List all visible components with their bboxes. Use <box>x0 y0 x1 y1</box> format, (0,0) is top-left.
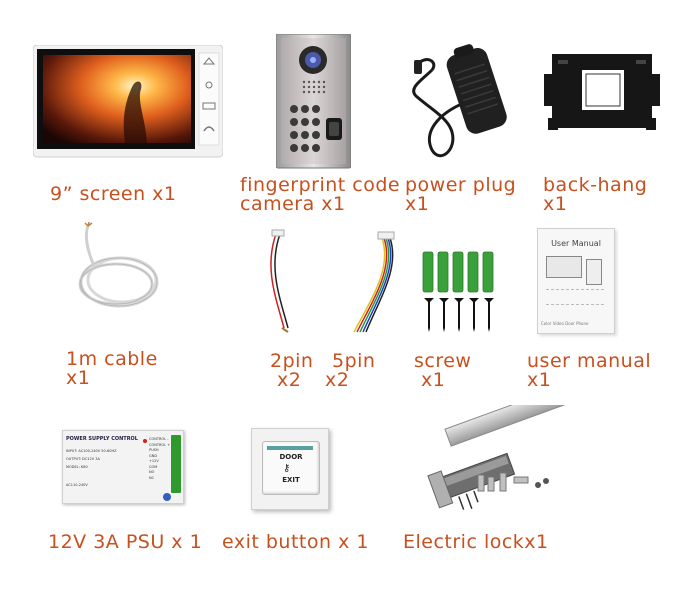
manual-cover-title: User Manual <box>551 239 601 248</box>
psu-terminal-1: CONTROL + <box>149 442 171 447</box>
exit-button-image: DOOR ⚷ EXIT <box>251 428 329 510</box>
psu-spec1: INPUT: AC100-240V 50-60HZ <box>66 449 117 453</box>
psu-terminal-4: +12V <box>149 459 159 463</box>
manual-cover-monitor <box>546 256 582 278</box>
monitor-screen-image <box>33 45 223 158</box>
psu-terminal-3: GND <box>149 453 158 458</box>
psu-terminal-7: NC <box>149 475 155 480</box>
exit-button-text2: EXIT <box>282 476 300 484</box>
exit-button-face: DOOR ⚷ EXIT <box>262 441 320 495</box>
camera-label-line2: camera x1 <box>240 193 346 215</box>
psu-led <box>143 439 147 443</box>
manual-label-line1: user manual <box>527 350 652 372</box>
psu-terminal-2: PUSH <box>149 448 159 452</box>
cable-coil-image <box>78 222 159 308</box>
power-plug-image <box>412 44 507 158</box>
psu-logo <box>163 493 171 501</box>
manual-label-line2: x1 <box>527 369 552 391</box>
psu-image: POWER SUPPLY CONTROL INPUT: AC100-240V 5… <box>62 430 184 504</box>
exit-button-label: exit button x 1 <box>222 531 369 553</box>
screws-anchors-image <box>422 251 494 332</box>
key-icon: ⚷ <box>283 463 291 474</box>
back-hang-bracket-image <box>544 54 660 130</box>
pin5-label-line2: x2 <box>325 369 350 391</box>
exit-button-stripe <box>267 446 313 450</box>
pin2-label-line1: 2pin <box>270 350 314 372</box>
screw-label-line2: x1 <box>421 369 446 391</box>
back-hang-label-line2: x1 <box>543 193 568 215</box>
psu-spec4: AC110-240V <box>66 483 88 487</box>
manual-cover-device <box>586 259 602 285</box>
camera-label-line1: fingerprint code <box>240 174 401 196</box>
fingerprint-camera-image <box>276 34 351 169</box>
cable-label-line2: x1 <box>66 367 91 389</box>
pin5-label-line1: 5pin <box>332 350 376 372</box>
psu-terminal-labels: CONTROL - CONTROL + PUSH GND +12V COM NO… <box>149 437 170 481</box>
back-hang-label-line1: back-hang <box>543 174 648 196</box>
screen-label: 9” screen x1 <box>50 183 177 205</box>
psu-terminal-5: COM <box>149 464 158 469</box>
electric-lock-image <box>427 405 573 510</box>
pin2-label-line2: x2 <box>277 369 302 391</box>
user-manual-image: User Manual Color Video Door Phone <box>537 228 615 334</box>
cable-label-line1: 1m cable <box>66 348 158 370</box>
electric-lock-label: Electric lockx1 <box>403 531 549 553</box>
psu-panel-title: POWER SUPPLY CONTROL <box>66 436 138 442</box>
screw-label-line1: screw <box>414 350 472 372</box>
psu-terminal-6: NO <box>149 470 155 474</box>
power-plug-label-line1: power plug <box>405 174 517 196</box>
psu-terminal-block <box>171 435 181 493</box>
psu-spec2: OUTPUT: DC12V 3A <box>66 457 100 461</box>
manual-cover-footer: Color Video Door Phone <box>541 321 589 326</box>
pin-wires-image <box>270 229 395 333</box>
exit-button-text1: DOOR <box>279 453 303 461</box>
psu-spec3: MODEL: K80 <box>66 465 88 469</box>
power-plug-label-line2: x1 <box>405 193 430 215</box>
psu-label: 12V 3A PSU x 1 <box>48 531 203 553</box>
manual-cover-items <box>546 289 604 305</box>
psu-terminal-0: CONTROL - <box>149 437 169 441</box>
